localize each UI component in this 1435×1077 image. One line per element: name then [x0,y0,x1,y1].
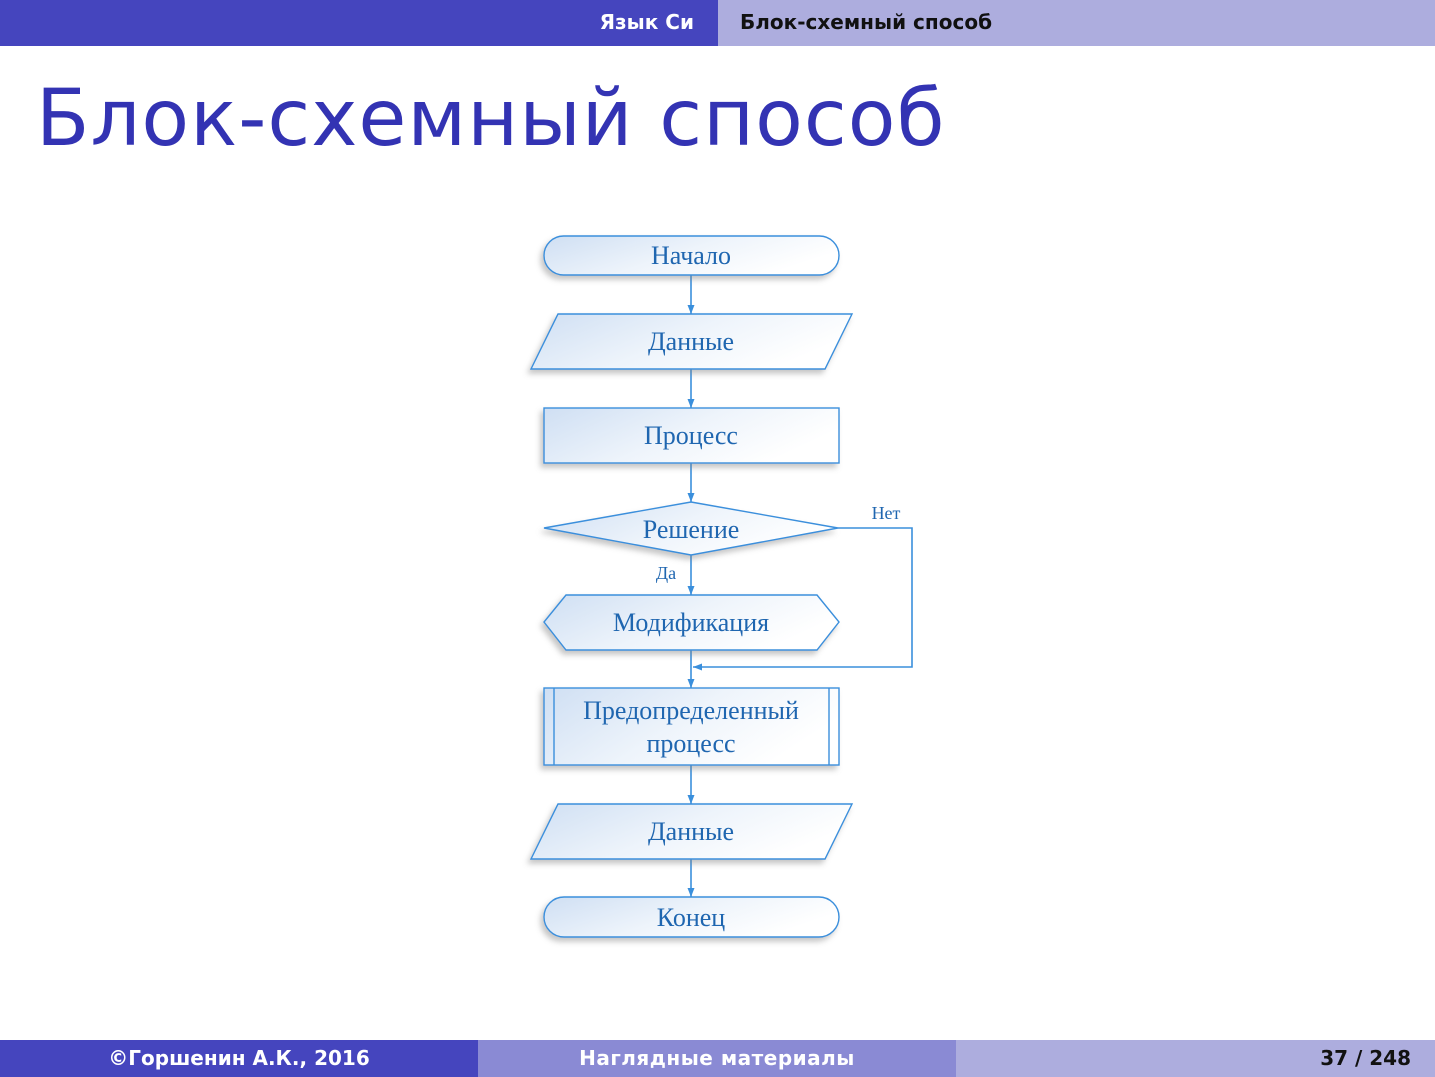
footer-title-area [478,1040,956,1077]
predefined-process-shape [543,687,840,766]
yes-branch-label: Да [656,563,676,583]
modification-label: Модификация [613,608,769,637]
footer-title: Наглядные материалы [579,1046,855,1070]
decision-label: Решение [643,515,740,544]
predefined-label-line2: процесс [646,729,735,758]
end-terminator-shape [543,896,840,938]
process-label: Процесс [644,421,738,450]
decision-shape [543,501,839,556]
header-bar: Язык Си Блок-схемный способ [0,0,1435,46]
footer-bar: ©Горшенин А.К., 2016 Наглядные материалы… [0,1040,1435,1077]
header-section-area: Язык Си [0,0,718,46]
start-label: Начало [651,241,731,270]
footer-author: ©Горшенин А.К., 2016 [108,1046,370,1070]
output-data-shape [529,803,854,860]
start-terminator-shape [543,235,840,276]
end-label: Конец [657,903,726,932]
process-shape [543,407,840,464]
slide-title: Блок-схемный способ [36,74,946,164]
predefined-label-line1: Предопределенный [583,696,799,725]
input-label: Данные [648,327,734,356]
page-counter: 37 / 248 [1320,1046,1411,1070]
input-data-shape [529,313,854,370]
footer-page-area [956,1040,1435,1077]
footer-author-area [0,1040,478,1077]
output-label: Данные [648,817,734,846]
modification-shape [543,594,840,651]
flowchart-connectors [687,275,913,897]
flowchart-shapes [529,235,854,938]
arrow-decision-no-branch [693,527,913,671]
no-branch-label: Нет [872,503,901,523]
header-section-link[interactable]: Язык Си [599,10,694,34]
header-subsection-area: Блок-схемный способ [718,0,1435,46]
header-subsection-link[interactable]: Блок-схемный способ [740,10,993,34]
